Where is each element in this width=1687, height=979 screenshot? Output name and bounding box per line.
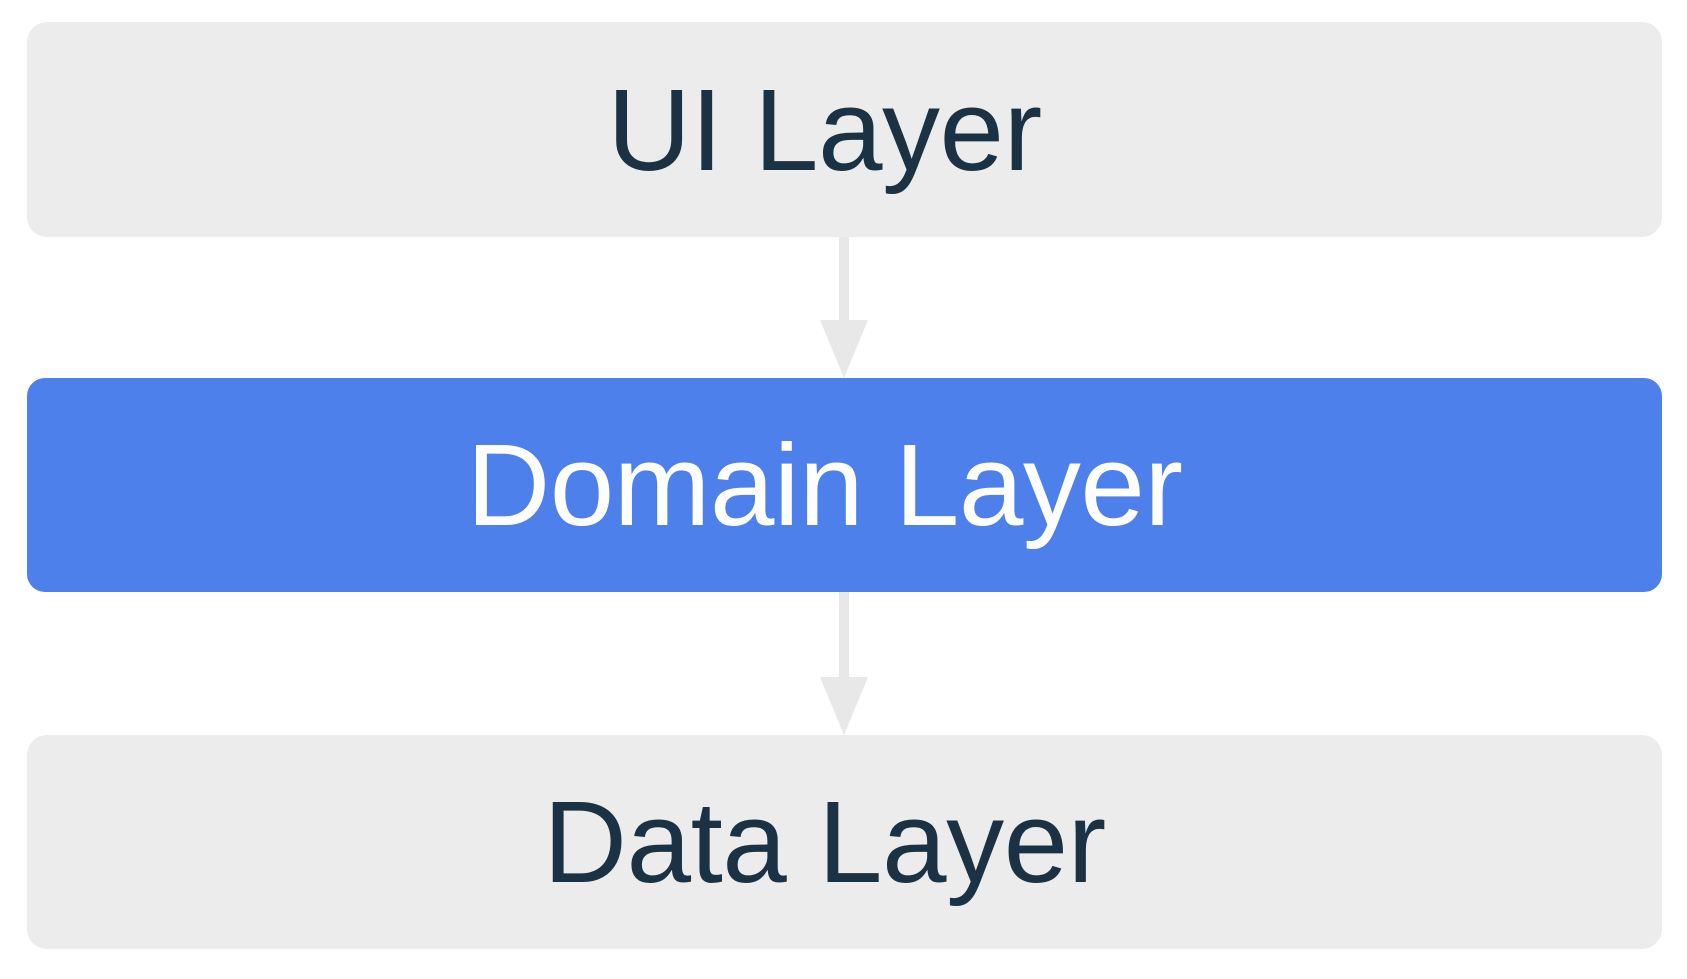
layer-box-ui[interactable]: UI Layer — [27, 22, 1662, 237]
arrow-down-icon — [820, 592, 868, 735]
layer-label-data: Data Layer — [543, 777, 1106, 907]
arrow-down-icon — [820, 237, 868, 378]
layer-box-data[interactable]: Data Layer — [27, 735, 1662, 949]
layer-label-ui: UI Layer — [607, 64, 1042, 195]
layer-box-domain[interactable]: Domain Layer — [27, 378, 1662, 592]
arrow-ui-to-domain — [818, 237, 870, 378]
arrow-domain-to-data — [818, 592, 870, 735]
layer-label-domain: Domain Layer — [466, 420, 1183, 550]
